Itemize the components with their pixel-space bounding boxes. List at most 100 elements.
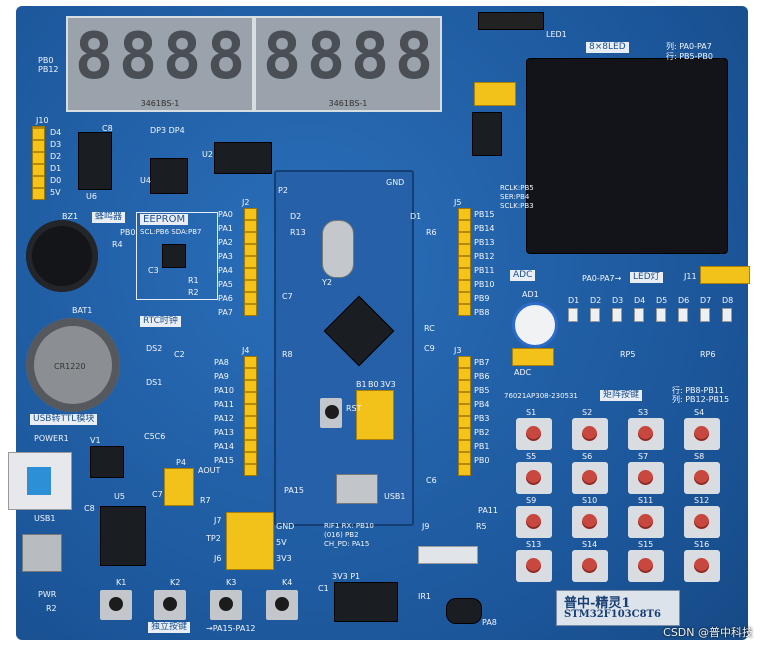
matrix-key-s2[interactable]	[572, 418, 608, 450]
battery-id: BAT1	[72, 306, 93, 315]
digit: 8	[74, 20, 114, 94]
buzzer-r: R4	[112, 240, 123, 249]
matrix-key-s1[interactable]	[516, 418, 552, 450]
power-switch-knob[interactable]	[27, 467, 51, 495]
matrix-key-s11[interactable]	[628, 506, 664, 538]
chip-label: C8	[102, 124, 113, 133]
pin-pb6: PB6	[474, 372, 490, 381]
reset-button[interactable]	[320, 398, 342, 428]
eeprom-pins: SCL:PB6 SDA:PB7	[140, 228, 202, 236]
reset-cap[interactable]	[325, 405, 339, 419]
adc-potentiometer[interactable]	[512, 302, 558, 348]
c7-label: C7	[282, 292, 293, 301]
led-d4: D4	[634, 296, 646, 305]
matrix-key-s10[interactable]	[572, 506, 608, 538]
matrix-key-s3[interactable]	[628, 418, 664, 450]
led-d8: D8	[722, 296, 734, 305]
ir-receiver	[446, 598, 482, 624]
wifi-header-p1	[334, 582, 398, 622]
micro-usb-port[interactable]	[22, 534, 62, 572]
key-cap[interactable]	[638, 514, 653, 529]
key-cap[interactable]	[275, 597, 289, 611]
display-label: 3461BS-1	[140, 99, 180, 108]
key-cap[interactable]	[694, 514, 709, 529]
key-cap[interactable]	[638, 470, 653, 485]
key-button-k2[interactable]	[154, 590, 186, 620]
core-usb-port[interactable]	[336, 474, 378, 504]
key-s10: S10	[582, 496, 598, 505]
key-cap[interactable]	[526, 470, 541, 485]
j7-label: J7	[214, 516, 222, 525]
brand-plate	[556, 590, 680, 626]
watermark: CSDN @普中科技	[663, 626, 753, 639]
pin-pa3: PA3	[218, 252, 233, 261]
matrix-key-s7[interactable]	[628, 462, 664, 494]
led-matrix-id: LED1	[546, 30, 567, 39]
boot-jumper	[356, 390, 394, 440]
led-bar-pins: PA0-PA7→	[582, 274, 622, 283]
pin-pa13: PA13	[214, 428, 234, 437]
key-cap[interactable]	[109, 597, 123, 611]
key-s1: S1	[526, 408, 537, 417]
rst-label: RST	[346, 404, 362, 413]
led-matrix	[526, 58, 728, 254]
matrix-key-s6[interactable]	[572, 462, 608, 494]
key-button-k1[interactable]	[100, 590, 132, 620]
j2-header	[244, 208, 257, 316]
matrix-key-s12[interactable]	[684, 506, 720, 538]
c5c6-label: C5C6	[144, 432, 166, 441]
matrix-key-s4[interactable]	[684, 418, 720, 450]
key-cap[interactable]	[582, 514, 597, 529]
key-k3: K3	[226, 578, 237, 587]
core-gnd: GND	[386, 178, 405, 187]
key-s7: S7	[638, 452, 649, 461]
matrix-key-s8[interactable]	[684, 462, 720, 494]
led-d1: D1	[568, 296, 580, 305]
key-cap[interactable]	[638, 558, 653, 573]
silk-pb0-pb12: PB0 PB12	[38, 56, 59, 74]
key-cap[interactable]	[582, 558, 597, 573]
pin-pb10: PB10	[474, 280, 495, 289]
key-cap[interactable]	[638, 426, 653, 441]
r6-label: R6	[426, 228, 437, 237]
key-cap[interactable]	[163, 597, 177, 611]
pin-pb8: PB8	[474, 308, 490, 317]
pcb-board: 8 8 8 8 3461BS-1 8 8 8 8 3461BS-1 PB0 PB…	[8, 6, 750, 640]
pin-pa6: PA6	[218, 294, 233, 303]
ir1-label: IR1	[418, 592, 432, 601]
matrix-key-s5[interactable]	[516, 462, 552, 494]
key-button-k3[interactable]	[210, 590, 242, 620]
key-cap[interactable]	[582, 470, 597, 485]
key-cap[interactable]	[694, 558, 709, 573]
key-cap[interactable]	[526, 426, 541, 441]
matrix-key-s14[interactable]	[572, 550, 608, 582]
key-cap[interactable]	[526, 514, 541, 529]
buzzer	[26, 220, 98, 292]
power-switch[interactable]	[8, 452, 72, 510]
pin-pa5: PA5	[218, 280, 233, 289]
coin-cell-text: CR1220	[54, 362, 86, 371]
ir-sensor-j9	[418, 546, 478, 564]
chip-u6	[78, 132, 112, 190]
key-cap[interactable]	[694, 470, 709, 485]
led-d2: D2	[590, 296, 602, 305]
pin-pb4: PB4	[474, 400, 490, 409]
eeprom-c: C3	[148, 266, 159, 275]
3v3-p1-label: 3V3 P1	[332, 572, 361, 581]
matrix-key-s15[interactable]	[628, 550, 664, 582]
matrix-key-s13[interactable]	[516, 550, 552, 582]
ad1-label: AD1	[522, 290, 539, 299]
pin-pa12: PA12	[214, 414, 234, 423]
key-k4: K4	[282, 578, 293, 587]
core-p2: P2	[278, 186, 288, 195]
matrix-key-s9[interactable]	[516, 506, 552, 538]
key-cap[interactable]	[219, 597, 233, 611]
key-cap[interactable]	[694, 426, 709, 441]
3v3-label: 3V3	[276, 554, 292, 563]
pin-pb0: PB0	[474, 456, 490, 465]
matrix-key-s16[interactable]	[684, 550, 720, 582]
pin-pa9: PA9	[214, 372, 229, 381]
key-button-k4[interactable]	[266, 590, 298, 620]
key-cap[interactable]	[582, 426, 597, 441]
key-cap[interactable]	[526, 558, 541, 573]
